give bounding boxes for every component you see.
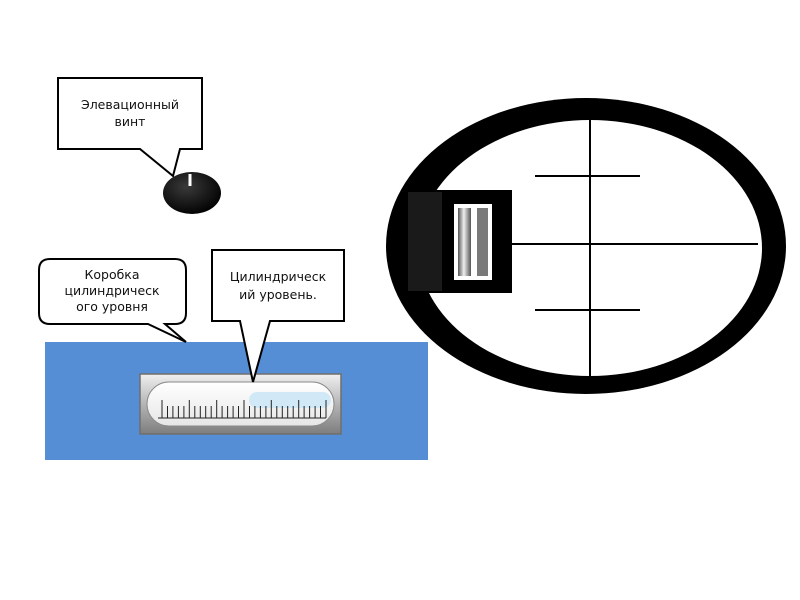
elevation-screw-knob	[163, 172, 221, 214]
level-vial	[139, 373, 342, 435]
vial-scale	[161, 400, 327, 418]
eyepiece-view	[386, 98, 786, 394]
level-image-in-eyepiece	[406, 190, 512, 293]
callout-elevation-screw-line-1: Элевационный	[81, 97, 179, 112]
callout-level-box-line-3: ого уровня	[76, 299, 148, 314]
reticle	[500, 120, 758, 378]
callout-level-box-line-2: цилиндрическ	[64, 283, 160, 298]
callout-level-vial-line-2: ий уровень.	[239, 287, 317, 302]
callout-level-box-line-1: Коробка	[84, 267, 139, 282]
callout-level-vial: Цилиндрическ ий уровень.	[211, 249, 345, 383]
callout-elevation-screw: Элевационный винт	[57, 77, 203, 178]
callout-elevation-screw-line-2: винт	[115, 114, 146, 129]
callout-level-vial-line-1: Цилиндрическ	[230, 269, 327, 284]
level-bubble	[249, 392, 331, 408]
callout-level-box: Коробка цилиндрическ ого уровня	[38, 258, 187, 343]
